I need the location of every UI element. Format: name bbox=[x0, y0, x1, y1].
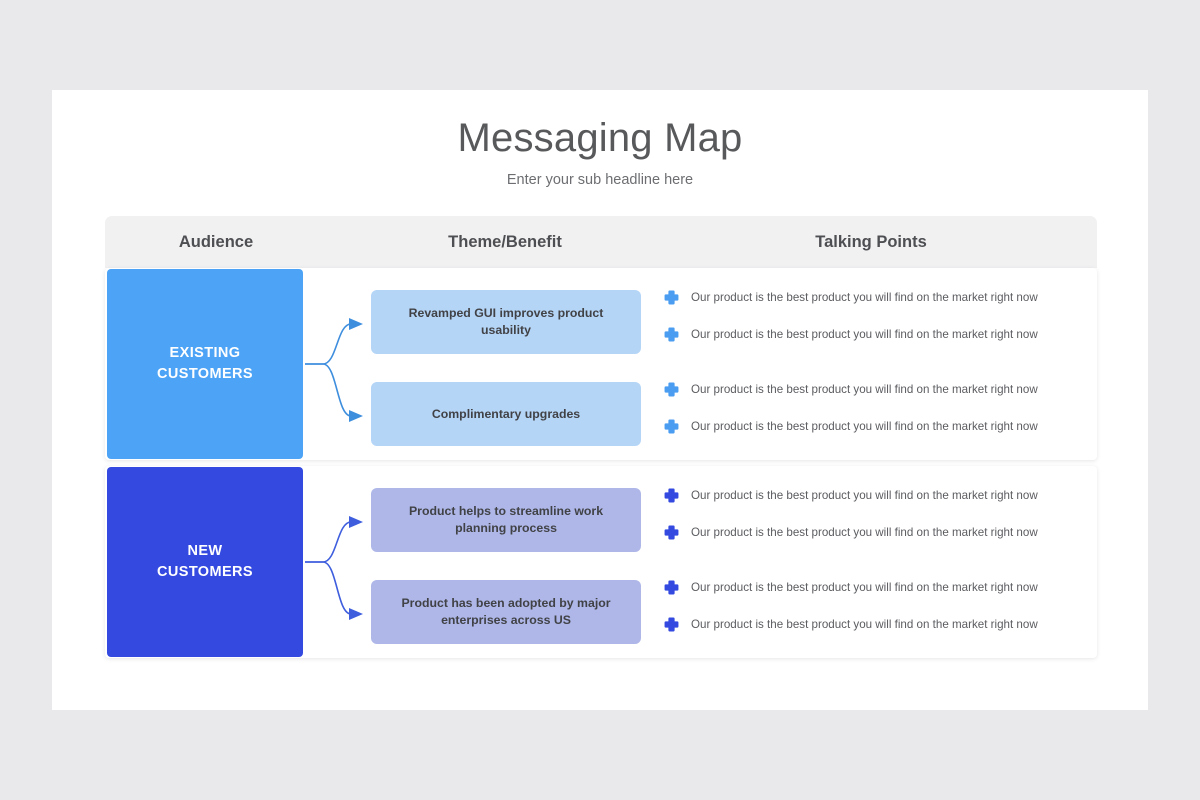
talking-point-text: Our product is the best product you will… bbox=[691, 581, 1038, 594]
plus-icon bbox=[664, 617, 679, 632]
page-subtitle: Enter your sub headline here bbox=[506, 172, 694, 188]
talking-point-text: Our product is the best product you will… bbox=[691, 328, 1038, 341]
plus-icon bbox=[664, 419, 679, 434]
table-header-bar: Audience Theme/Benefit Talking Points bbox=[105, 216, 1097, 268]
talking-point-item[interactable]: Our product is the best product you will… bbox=[663, 616, 1038, 633]
talking-points-list: Our product is the best product you will… bbox=[663, 268, 1083, 460]
talking-point-text: Our product is the best product you will… bbox=[691, 526, 1038, 539]
theme-text: Complimentary upgrades bbox=[431, 406, 581, 421]
audience-block[interactable]: NEW CUSTOMERS bbox=[107, 467, 303, 657]
talking-point-item[interactable]: Our product is the best product you will… bbox=[663, 326, 1038, 343]
theme-box[interactable]: Revamped GUI improves product usability bbox=[371, 290, 641, 354]
talking-point-text: Our product is the best product you will… bbox=[691, 618, 1038, 631]
theme-box[interactable]: Product helps to streamline work plannin… bbox=[371, 488, 641, 552]
theme-text: Product has been adopted by major enterp… bbox=[401, 596, 611, 627]
plus-icon bbox=[664, 382, 679, 397]
talking-point-item[interactable]: Our product is the best product you will… bbox=[663, 418, 1038, 435]
talking-point-text: Our product is the best product you will… bbox=[691, 489, 1038, 502]
audience-label-line1: NEW bbox=[187, 542, 223, 559]
plus-icon bbox=[664, 488, 679, 503]
talking-point-text: Our product is the best product you will… bbox=[691, 420, 1038, 433]
plus-icon bbox=[664, 290, 679, 305]
audience-label-line2: CUSTOMERS bbox=[157, 366, 253, 382]
theme-box[interactable]: Complimentary upgrades bbox=[371, 382, 641, 446]
slide-canvas: Messaging Map Enter your sub headline he… bbox=[52, 90, 1148, 710]
talking-point-item[interactable]: Our product is the best product you will… bbox=[663, 524, 1038, 541]
talking-point-text: Our product is the best product you will… bbox=[691, 291, 1038, 304]
talking-points-list: Our product is the best product you will… bbox=[663, 466, 1083, 658]
page-title: Messaging Map bbox=[457, 116, 743, 160]
talking-point-item[interactable]: Our product is the best product you will… bbox=[663, 579, 1038, 596]
column-header-audience: Audience bbox=[178, 232, 254, 251]
audience-block[interactable]: EXISTING CUSTOMERS bbox=[107, 269, 303, 459]
talking-point-item[interactable]: Our product is the best product you will… bbox=[663, 381, 1038, 398]
plus-icon bbox=[664, 327, 679, 342]
talking-point-item[interactable]: Our product is the best product you will… bbox=[663, 289, 1038, 306]
branch-arrow-icon bbox=[305, 516, 363, 620]
talking-point-text: Our product is the best product you will… bbox=[691, 383, 1038, 396]
table-row: NEW CUSTOMERS Product helps to streamlin… bbox=[105, 466, 1097, 658]
branch-arrow-icon bbox=[305, 318, 363, 422]
column-header-theme: Theme/Benefit bbox=[448, 232, 562, 251]
theme-text: Product helps to streamline work plannin… bbox=[408, 504, 604, 535]
plus-icon bbox=[664, 580, 679, 595]
theme-text: Revamped GUI improves product usability bbox=[408, 306, 604, 337]
audience-label-line1: EXISTING bbox=[169, 344, 241, 361]
talking-point-item[interactable]: Our product is the best product you will… bbox=[663, 487, 1038, 504]
theme-box[interactable]: Product has been adopted by major enterp… bbox=[371, 580, 641, 644]
table-row: EXISTING CUSTOMERS Revamped GUI improves… bbox=[105, 268, 1097, 460]
audience-label-line2: CUSTOMERS bbox=[157, 564, 253, 580]
plus-icon bbox=[664, 525, 679, 540]
column-header-talking-points: Talking Points bbox=[815, 232, 927, 251]
